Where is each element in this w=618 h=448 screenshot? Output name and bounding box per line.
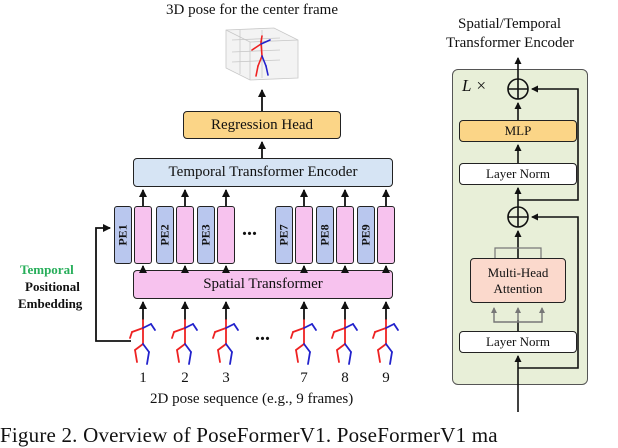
temporal-transformer-encoder: Temporal Transformer Encoder: [133, 158, 393, 187]
frame-number-2: 2: [181, 370, 189, 386]
frame-token-7: [295, 206, 313, 264]
frame-number-1: 1: [139, 370, 147, 386]
frame-token-9: [377, 206, 395, 264]
sequence-caption: 2D pose sequence (e.g., 9 frames): [150, 391, 354, 407]
frame-number-3: 3: [222, 370, 230, 386]
repeat-label: L ×: [462, 76, 487, 95]
side-label-positional: Positional: [25, 279, 80, 294]
spatial-transformer: Spatial Transformer: [133, 270, 393, 299]
frame-number-7: 7: [300, 370, 308, 386]
frame-token-1: [134, 206, 152, 264]
pe-ellipsis: ...: [242, 218, 257, 240]
pose-ellipsis: ...: [255, 323, 270, 345]
pe-box-8: PE8: [316, 206, 334, 264]
layer-norm-top: Layer Norm: [459, 163, 577, 185]
pose-figure-5: [331, 319, 358, 365]
encoder-title-line2: Transformer Encoder: [446, 35, 575, 51]
mha-line1: Multi-Head: [487, 264, 549, 280]
mha-line2: Attention: [493, 280, 543, 296]
pe-box-7: PE7: [275, 206, 293, 264]
layer-norm-bottom: Layer Norm: [459, 331, 577, 353]
frame-token-3: [217, 206, 235, 264]
frame-token-8: [336, 206, 354, 264]
frame-number-8: 8: [341, 370, 349, 386]
output-title: 3D pose for the center frame: [166, 2, 339, 18]
frame-token-2: [176, 206, 194, 264]
pe-box-3: PE3: [197, 206, 215, 264]
pe-box-1: PE1: [114, 206, 132, 264]
frame-number-9: 9: [382, 370, 390, 386]
pose-figure-4: [290, 319, 317, 365]
pose-figure-3: [212, 319, 239, 365]
regression-head: Regression Head: [183, 111, 341, 139]
multi-head-attention: Multi-Head Attention: [470, 258, 566, 303]
pe-box-9: PE9: [357, 206, 375, 264]
side-label-temporal: Temporal: [20, 262, 74, 277]
pose-figure-6: [372, 319, 399, 365]
pose-figure-1: [129, 319, 156, 365]
figure-caption: Figure 2. Overview of PoseFormerV1. Pose…: [0, 423, 498, 447]
side-label-embedding: Embedding: [18, 296, 83, 311]
encoder-title-line1: Spatial/Temporal: [458, 16, 562, 32]
pe-box-2: PE2: [156, 206, 174, 264]
pose-figure-2: [171, 319, 198, 365]
mlp-box: MLP: [459, 120, 577, 142]
